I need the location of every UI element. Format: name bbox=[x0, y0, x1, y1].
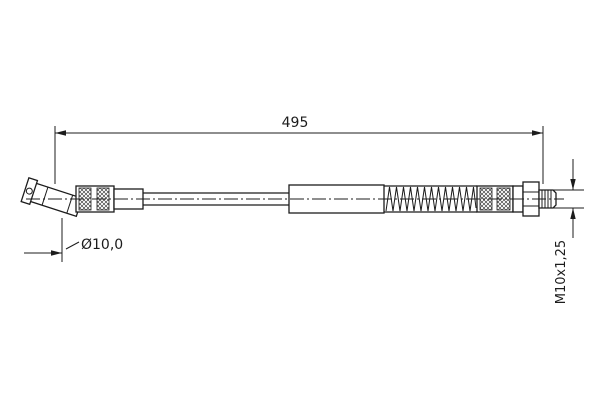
left-banjo-fitting bbox=[20, 176, 83, 218]
hose-tube bbox=[143, 192, 290, 206]
spiral-coil bbox=[385, 186, 477, 212]
dimension-overall-length: 495 bbox=[54, 115, 544, 184]
arrowhead-right-icon bbox=[532, 130, 543, 136]
banjo-eye-hole bbox=[25, 187, 33, 195]
banjo-detail-line bbox=[41, 186, 49, 206]
banjo-detail-line-2 bbox=[66, 195, 74, 214]
label-eye-diameter: Ø10,0 bbox=[81, 237, 123, 253]
arrowhead-left-icon bbox=[55, 130, 66, 136]
arrowhead-thread-bottom-icon bbox=[570, 208, 576, 219]
label-overall-length: 495 bbox=[282, 115, 309, 131]
label-thread-spec: M10x1,25 bbox=[554, 240, 569, 304]
hose-assembly bbox=[20, 176, 564, 218]
dimension-thread: M10x1,25 bbox=[549, 159, 584, 304]
banjo-eye-flange bbox=[20, 176, 39, 206]
dimension-eye-diameter: Ø10,0 bbox=[24, 218, 123, 262]
arrowhead-eye-icon bbox=[51, 250, 62, 256]
spiral-guard bbox=[384, 185, 477, 213]
arrowhead-thread-top-icon bbox=[570, 179, 576, 190]
right-crimp-collar bbox=[476, 185, 514, 213]
eye-leader-line bbox=[65, 241, 80, 250]
